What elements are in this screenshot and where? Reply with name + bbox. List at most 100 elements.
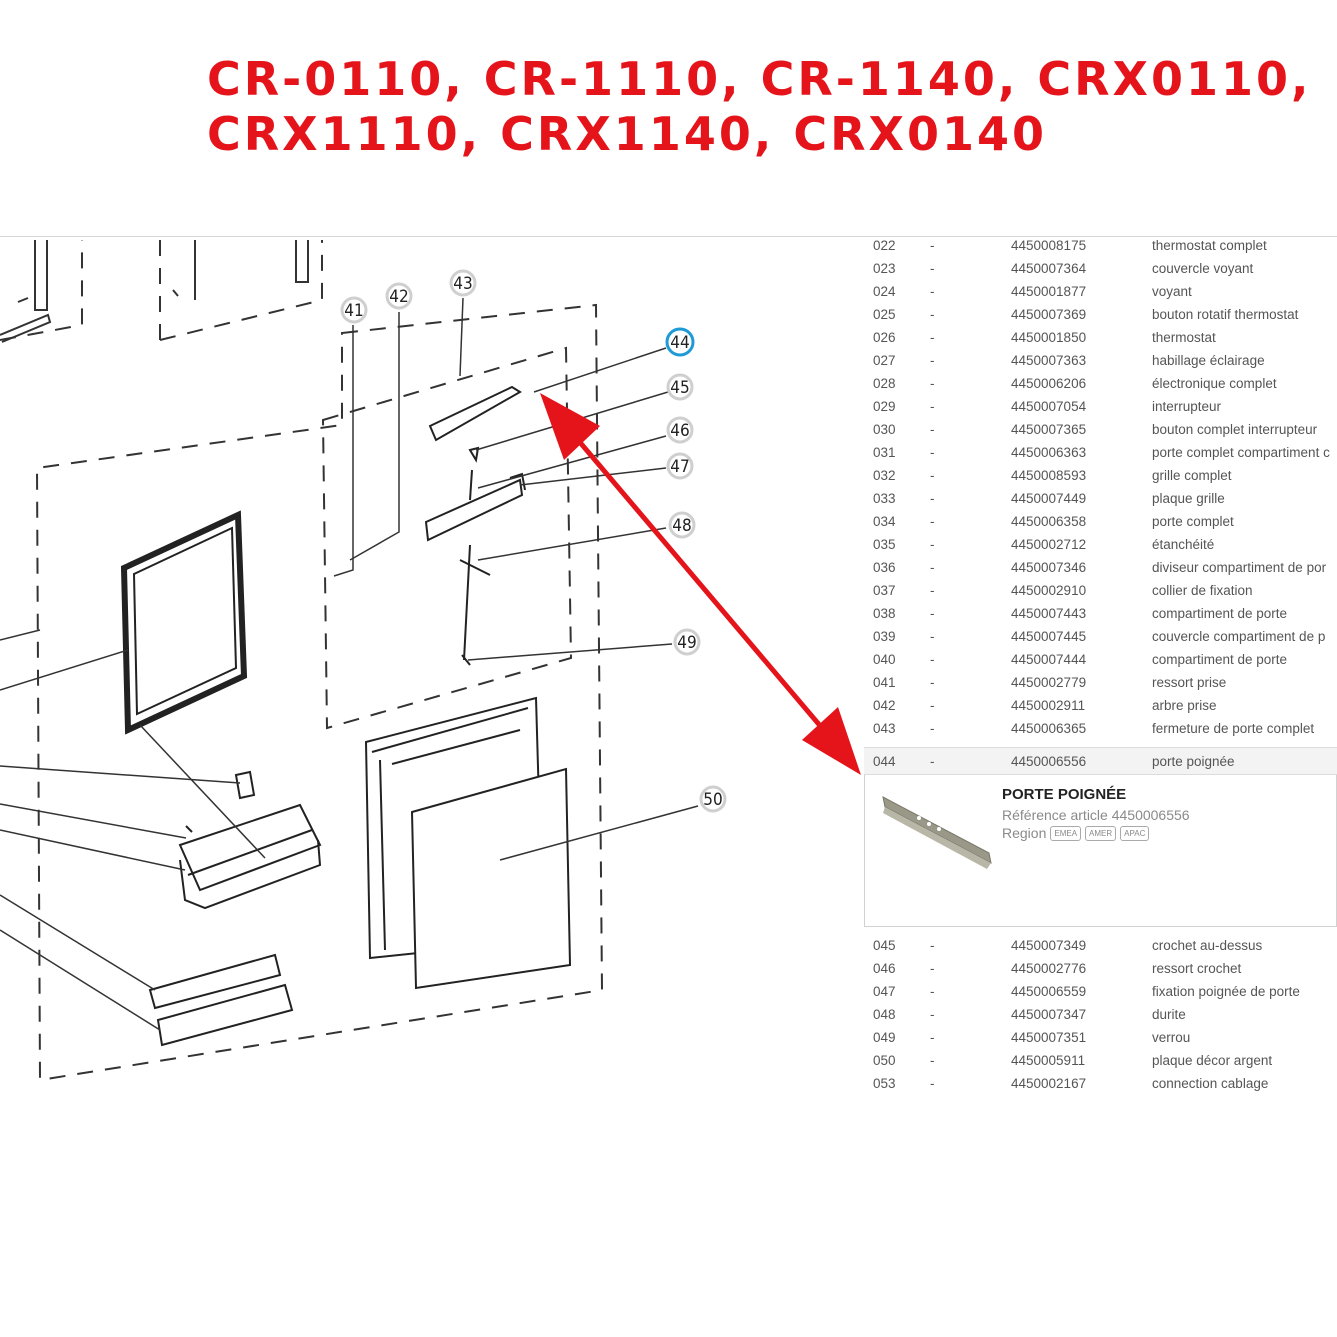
part-reference: 4450007347 — [1011, 1007, 1087, 1022]
part-reference: 4450007346 — [1011, 560, 1087, 575]
part-number: 033 — [873, 491, 896, 506]
part-dash: - — [930, 1053, 935, 1068]
model-title-line-2: CRX1110, CRX1140, CRX0140 — [207, 107, 1047, 161]
part-dash: - — [930, 961, 935, 976]
part-dash: - — [930, 754, 935, 769]
part-description: crochet au-dessus — [1152, 938, 1263, 953]
part-dash: - — [930, 583, 935, 598]
part-dash: - — [930, 629, 935, 644]
part-reference: 4450006559 — [1011, 984, 1087, 999]
part-reference: 4450001850 — [1011, 330, 1087, 345]
part-number: 047 — [873, 984, 896, 999]
part-description: habillage éclairage — [1152, 353, 1265, 368]
part-number: 048 — [873, 1007, 896, 1022]
part-number: 039 — [873, 629, 896, 644]
part-description: durite — [1152, 1007, 1186, 1022]
region-badge-apac: APAC — [1120, 825, 1150, 841]
svg-text:50: 50 — [703, 790, 722, 810]
part-description: collier de fixation — [1152, 583, 1253, 598]
part-dash: - — [930, 307, 935, 322]
exploded-view-diagram: 41 42 43 44 45 46 47 48 49 50 — [0, 240, 727, 1082]
callout-49: 49 — [673, 628, 701, 656]
part-reference: 4450007445 — [1011, 629, 1087, 644]
callout-41: 41 — [340, 296, 368, 324]
part-dash: - — [930, 353, 935, 368]
part-description: fermeture de porte complet — [1152, 721, 1315, 736]
door-gasket-frame — [120, 510, 248, 735]
part-number: 046 — [873, 961, 896, 976]
part-reference: 4450006556 — [1011, 754, 1087, 769]
part-reference: 4450006358 — [1011, 514, 1087, 529]
part-number: 034 — [873, 514, 896, 529]
part-description: verrou — [1152, 1030, 1191, 1045]
part-dash: - — [930, 984, 935, 999]
parts-row-selected[interactable]: 044 - 4450006556 porte poignée — [864, 747, 1337, 775]
part-number: 050 — [873, 1053, 896, 1068]
part-description: étanchéité — [1152, 537, 1215, 552]
region-badge-amer: AMER — [1085, 825, 1117, 841]
svg-text:46: 46 — [670, 421, 689, 441]
part-reference: 4450007351 — [1011, 1030, 1087, 1045]
part-number: 035 — [873, 537, 896, 552]
part-dash: - — [930, 422, 935, 437]
parts-row[interactable]: 048 - 4450007347 durite — [864, 1005, 1337, 1028]
part-reference: 4450007365 — [1011, 422, 1087, 437]
svg-text:44: 44 — [670, 333, 689, 353]
part-number: 032 — [873, 468, 896, 483]
part-description: porte complet — [1152, 514, 1234, 529]
callout-50: 50 — [699, 785, 727, 813]
part-description: plaque décor argent — [1152, 1053, 1273, 1068]
part-number: 031 — [873, 445, 896, 460]
callout-47: 47 — [666, 452, 694, 480]
svg-text:49: 49 — [677, 633, 696, 653]
part-dash: - — [930, 1076, 935, 1091]
callout-43: 43 — [449, 269, 477, 297]
part-dash: - — [930, 560, 935, 575]
part-reference: 4450002776 — [1011, 961, 1087, 976]
part-dash: - — [930, 376, 935, 391]
part-dash: - — [930, 468, 935, 483]
part-number: 045 — [873, 938, 896, 953]
part-number: 023 — [873, 261, 896, 276]
part-reference: 4450001877 — [1011, 284, 1087, 299]
parts-row[interactable]: 039 - 4450007445 couvercle compartiment de … — [864, 627, 1337, 650]
part-description: porte poignée — [1152, 754, 1235, 769]
part-dash: - — [930, 261, 935, 276]
part-reference: 4450006365 — [1011, 721, 1087, 736]
callout-45: 45 — [666, 373, 694, 401]
svg-text:48: 48 — [672, 516, 691, 536]
part-description: couvercle compartiment de p — [1152, 629, 1326, 644]
part-number: 049 — [873, 1030, 896, 1045]
parts-row[interactable]: 034 - 4450006358 porte complet — [864, 512, 1337, 535]
part-dash: - — [930, 1007, 935, 1022]
part-dash: - — [930, 514, 935, 529]
